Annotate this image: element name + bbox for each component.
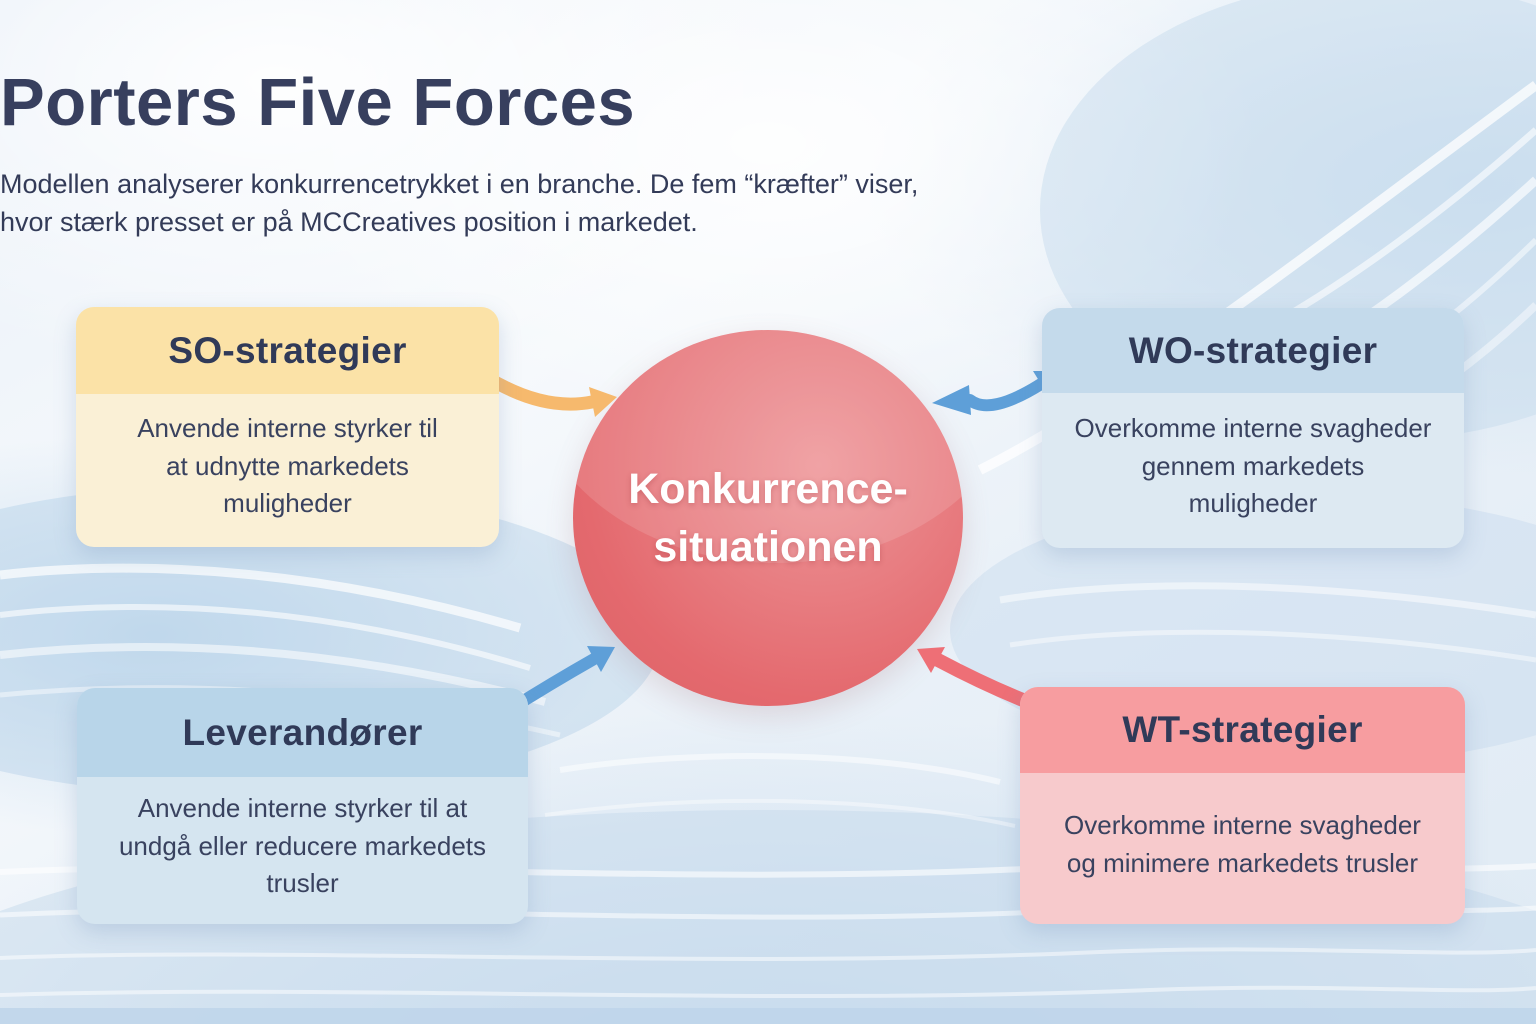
page-title: Porters Five Forces: [0, 65, 636, 140]
quadrant-card-wo: WO-strategier Overkomme interne svaghede…: [1042, 308, 1464, 548]
center-node-konkurrencesituationen: Konkurrence- situationen: [573, 330, 963, 706]
quadrant-card-wt-description: Overkomme interne svagheder og minimere …: [1064, 809, 1421, 878]
quadrant-card-so-header: SO-strategier: [76, 307, 499, 394]
quadrant-card-wt-title: WT-strategier: [1122, 709, 1363, 750]
quadrant-card-wo-header: WO-strategier: [1042, 308, 1464, 393]
quadrant-card-wt: WT-strategier Overkomme interne svaghede…: [1020, 687, 1465, 924]
quadrant-card-so-title: SO-strategier: [168, 329, 407, 371]
quadrant-card-so: SO-strategier Anvende interne styrker ti…: [76, 307, 499, 547]
page-subtitle: Modellen analyserer konkurrencetrykket i…: [0, 169, 919, 237]
quadrant-card-leverandorer-title: Leverandører: [182, 711, 423, 753]
center-node-label: Konkurrence- situationen: [628, 464, 908, 571]
quadrant-card-leverandorer-description: Anvende interne styrker til at undgå ell…: [118, 792, 487, 899]
quadrant-card-wo-title: WO-strategier: [1128, 329, 1378, 371]
quadrant-card-leverandorer: Leverandører Anvende interne styrker til…: [77, 688, 528, 924]
quadrant-card-leverandorer-header: Leverandører: [77, 688, 528, 777]
quadrant-card-wt-header: WT-strategier: [1020, 687, 1465, 773]
quadrant-card-wo-description: Overkomme interne svagheder gennem marke…: [1074, 412, 1432, 519]
quadrant-card-so-description: Anvende interne styrker til at udnytte m…: [137, 412, 438, 519]
